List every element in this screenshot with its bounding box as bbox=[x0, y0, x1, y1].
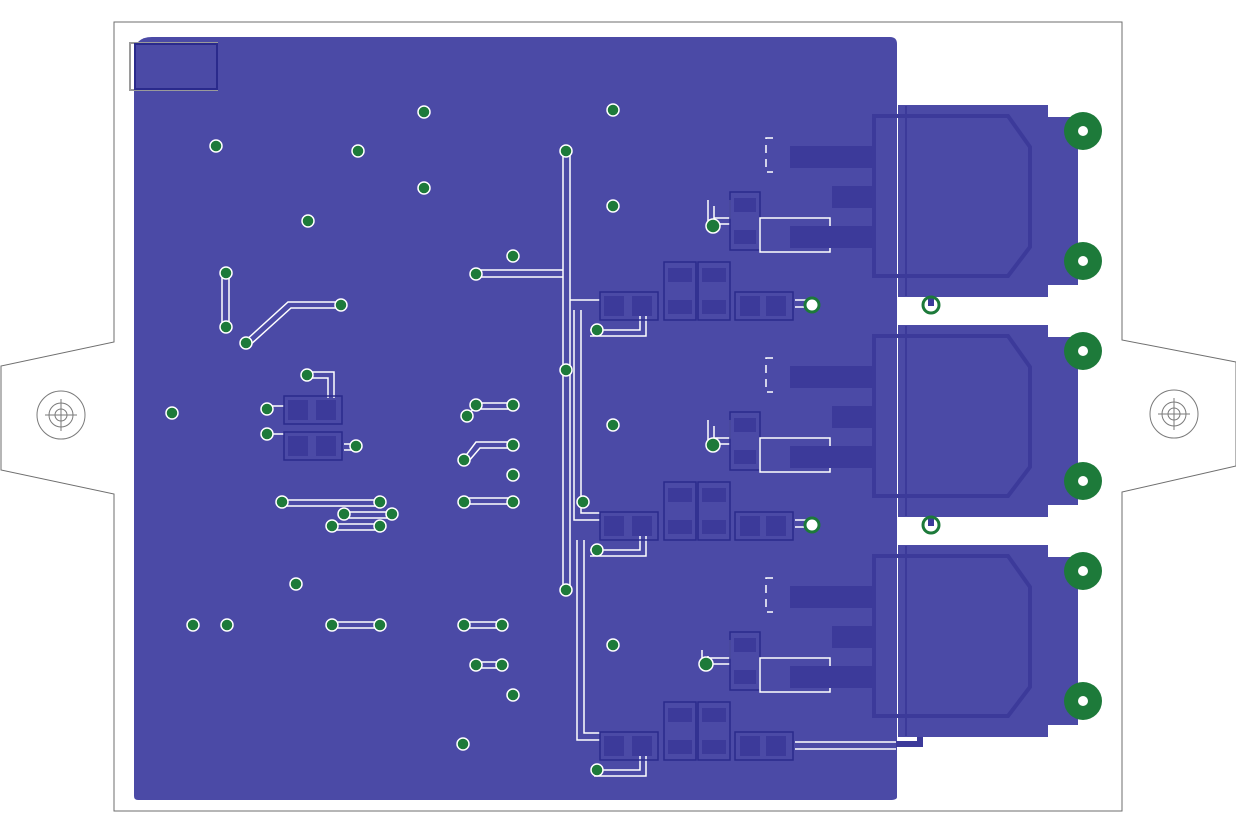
channel-2 bbox=[599, 357, 875, 541]
connector-pins bbox=[1064, 112, 1102, 720]
output-vias bbox=[803, 296, 821, 534]
left-mounting-hole bbox=[36, 390, 86, 440]
smd-pair-left bbox=[283, 395, 343, 461]
bus-traces bbox=[221, 150, 896, 777]
vias bbox=[165, 103, 721, 777]
channel-1 bbox=[599, 137, 875, 321]
connector-3 bbox=[872, 545, 1078, 737]
board-outline bbox=[0, 21, 1236, 812]
connector-1 bbox=[872, 105, 1078, 297]
connector-2 bbox=[872, 325, 1078, 517]
right-mounting-hole bbox=[1149, 389, 1199, 439]
copper-pour bbox=[134, 37, 897, 800]
channel-3 bbox=[599, 577, 875, 761]
